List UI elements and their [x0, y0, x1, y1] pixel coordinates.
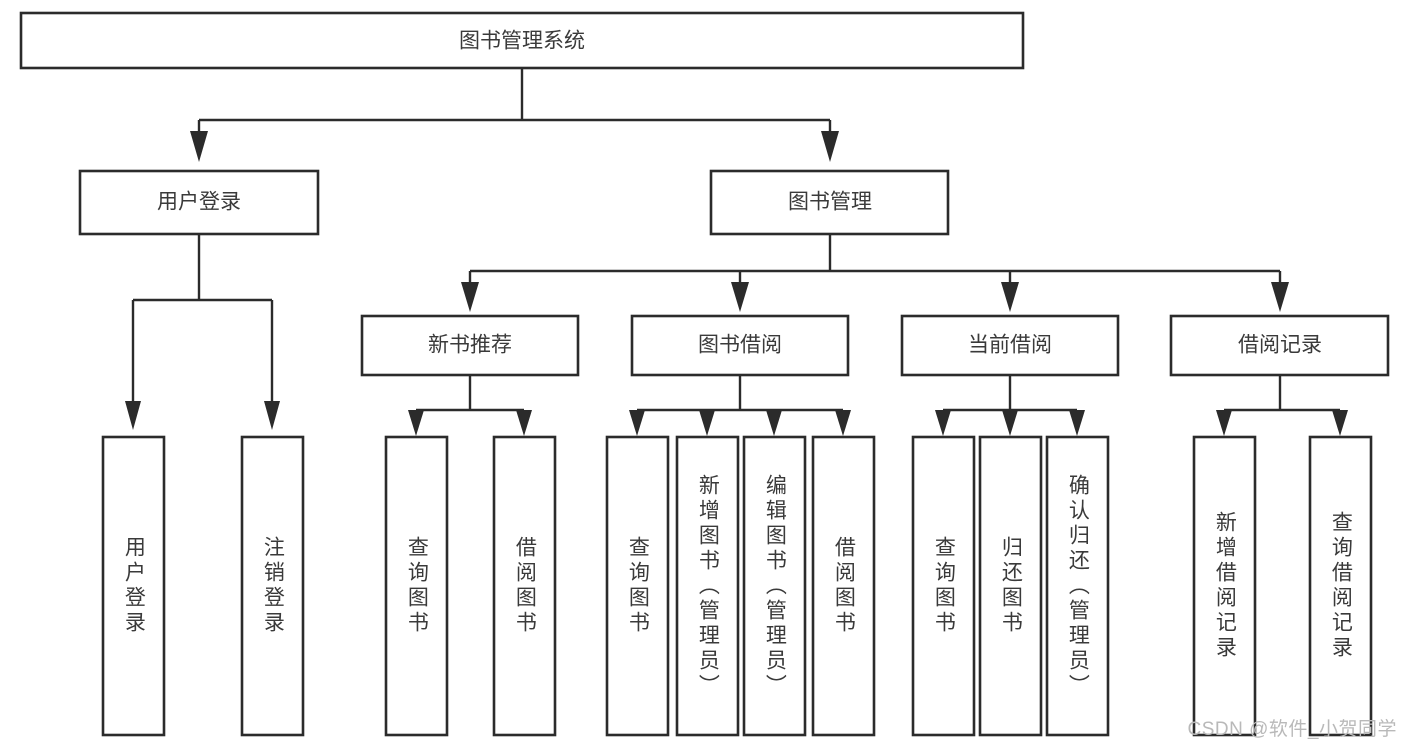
node-book-mgmt-box[interactable] — [709, 169, 950, 236]
arrow-head-user-login — [190, 131, 208, 162]
watermark-text: CSDN @软件_小贺同学 — [1187, 719, 1397, 740]
node-new-book-rec-box[interactable] — [360, 314, 580, 377]
arrow-head-book-borrow — [731, 282, 749, 312]
node-root[interactable]: 图书管理系统 — [19, 11, 1025, 70]
leaf-boxes — [101, 435, 1373, 737]
node-current-borrow-box[interactable] — [900, 314, 1120, 377]
connector-group-new-book-rec — [408, 375, 532, 436]
leaf-box-l-query-book-2[interactable] — [605, 435, 670, 737]
leaf-box-l-return-book[interactable] — [978, 435, 1043, 737]
arrow-head-l-user-logout — [264, 401, 280, 430]
connector-group-book-mgmt — [461, 233, 1289, 312]
connector-group-borrow-record — [1216, 375, 1348, 436]
leaf-box-l-borrow-book-2[interactable] — [811, 435, 876, 737]
node-borrow-record[interactable]: 借阅记录 — [1169, 314, 1390, 377]
node-current-borrow[interactable]: 当前借阅 — [900, 314, 1120, 377]
node-new-book-rec[interactable]: 新书推荐 — [360, 314, 580, 377]
node-book-mgmt[interactable]: 图书管理 — [709, 169, 950, 236]
leaf-box-l-borrow-book-1[interactable] — [492, 435, 557, 737]
arrow-head-borrow-record — [1271, 282, 1289, 312]
arrow-head-l-user-login — [125, 401, 141, 430]
node-root-box[interactable] — [19, 11, 1025, 70]
leaf-box-l-query-book-1[interactable] — [384, 435, 449, 737]
arrow-head-new-book-rec — [461, 282, 479, 312]
leaf-box-l-query-record[interactable] — [1308, 435, 1373, 737]
leaf-box-l-query-book-3[interactable] — [911, 435, 976, 737]
arrow-head-l-query-book-3 — [935, 410, 951, 436]
node-new-book-rec-label: 新书推荐 — [428, 334, 512, 357]
connector-group-user-login — [125, 234, 280, 430]
arrow-head-l-add-record — [1216, 410, 1232, 436]
node-borrow-record-label: 借阅记录 — [1238, 334, 1322, 357]
connector-group-root — [190, 68, 839, 162]
node-user-login-box[interactable] — [78, 169, 320, 236]
arrow-head-l-edit-book — [766, 410, 782, 436]
arrow-head-l-return-book — [1002, 410, 1018, 436]
leaf-box-l-add-record[interactable] — [1192, 435, 1257, 737]
arrow-head-l-add-book — [699, 410, 715, 436]
node-user-login[interactable]: 用户登录 — [78, 169, 320, 236]
arrow-head-l-query-record — [1332, 410, 1348, 436]
arrow-head-l-query-book-1 — [408, 410, 424, 436]
leaf-box-l-add-book[interactable] — [675, 435, 740, 737]
node-book-mgmt-label: 图书管理 — [788, 191, 872, 214]
node-root-label: 图书管理系统 — [459, 30, 585, 53]
arrow-head-current-borrow — [1001, 282, 1019, 312]
leaf-box-l-user-login[interactable] — [101, 435, 166, 737]
node-book-borrow-box[interactable] — [630, 314, 850, 377]
arrow-head-l-confirm-return — [1069, 410, 1085, 436]
node-book-borrow-label: 图书借阅 — [698, 334, 782, 357]
node-book-borrow[interactable]: 图书借阅 — [630, 314, 850, 377]
node-user-login-label: 用户登录 — [157, 191, 241, 214]
leaf-box-l-confirm-return[interactable] — [1045, 435, 1110, 737]
arrow-head-book-mgmt — [821, 131, 839, 162]
node-current-borrow-label: 当前借阅 — [968, 334, 1052, 357]
connector-group-current-borrow — [935, 375, 1085, 436]
node-borrow-record-box[interactable] — [1169, 314, 1390, 377]
leaf-box-l-edit-book[interactable] — [742, 435, 807, 737]
connector-group-book-borrow — [629, 375, 851, 436]
arrow-head-l-borrow-book-2 — [835, 410, 851, 436]
leaf-box-l-user-logout[interactable] — [240, 435, 305, 737]
arrow-head-l-borrow-book-1 — [516, 410, 532, 436]
arrow-head-l-query-book-2 — [629, 410, 645, 436]
